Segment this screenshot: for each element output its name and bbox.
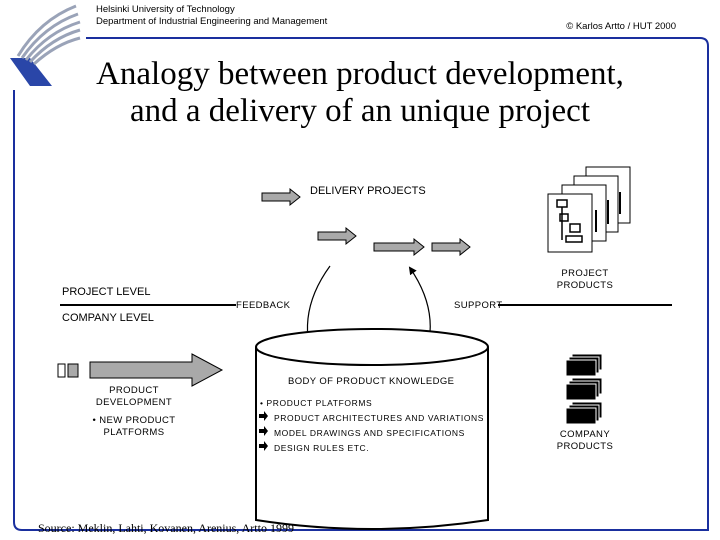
- new-platforms-line-1: • NEW PRODUCT: [92, 415, 176, 426]
- project-products-line-2: PRODUCTS: [556, 280, 614, 291]
- university-name: Helsinki University of Technology: [96, 4, 235, 15]
- knowledge-item: PRODUCT ARCHITECTURES AND VARIATIONS: [274, 413, 485, 423]
- knowledge-cylinder: [255, 328, 489, 530]
- knowledge-list: • PRODUCT PLATFORMS PRODUCT ARCHITECTURE…: [260, 396, 484, 456]
- company-products-icon: [565, 353, 603, 425]
- product-development-arrow: [57, 353, 224, 387]
- knowledge-item: • PRODUCT PLATFORMS: [260, 398, 373, 408]
- knowledge-title: BODY OF PRODUCT KNOWLEDGE: [288, 376, 455, 387]
- project-products-label: PROJECT PRODUCTS: [548, 268, 622, 292]
- company-level-label: COMPANY LEVEL: [62, 312, 154, 324]
- slide-frame: [13, 37, 709, 531]
- company-products-label: COMPANY PRODUCTS: [548, 429, 622, 453]
- title-line-1: Analogy between product development,: [96, 56, 624, 92]
- title-line-2: and a delivery of an unique project: [130, 93, 590, 129]
- product-development-label: PRODUCT DEVELOPMENT: [80, 385, 188, 409]
- source-citation: Source: Meklin, Lahti, Kovanen, Arenius,…: [38, 521, 294, 535]
- knowledge-item: MODEL DRAWINGS AND SPECIFICATIONS: [274, 428, 465, 438]
- copyright: © Karlos Artto / HUT 2000: [566, 21, 676, 32]
- delivery-projects-label: DELIVERY PROJECTS: [310, 185, 426, 197]
- company-products-line-1: COMPANY: [559, 429, 611, 440]
- product-development-line-1: PRODUCT: [109, 385, 159, 396]
- project-level-label: PROJECT LEVEL: [62, 286, 151, 298]
- support-label: SUPPORT: [454, 300, 503, 311]
- delivery-arrows: [261, 187, 471, 257]
- project-products-line-1: PROJECT: [561, 268, 609, 279]
- company-products-line-2: PRODUCTS: [556, 441, 614, 452]
- knowledge-item: DESIGN RULES ETC.: [274, 443, 370, 453]
- item-bullet-icons: [259, 411, 268, 451]
- page-title: Analogy between product development, and…: [0, 56, 720, 130]
- project-products-icon: [547, 166, 631, 253]
- department-name: Department of Industrial Engineering and…: [96, 16, 328, 27]
- university-logo-icon: [10, 4, 81, 86]
- product-development-line-2: DEVELOPMENT: [95, 397, 173, 408]
- new-platforms-label: • NEW PRODUCT PLATFORMS: [80, 415, 188, 439]
- new-platforms-line-2: PLATFORMS: [103, 427, 165, 438]
- feedback-label: FEEDBACK: [236, 300, 291, 311]
